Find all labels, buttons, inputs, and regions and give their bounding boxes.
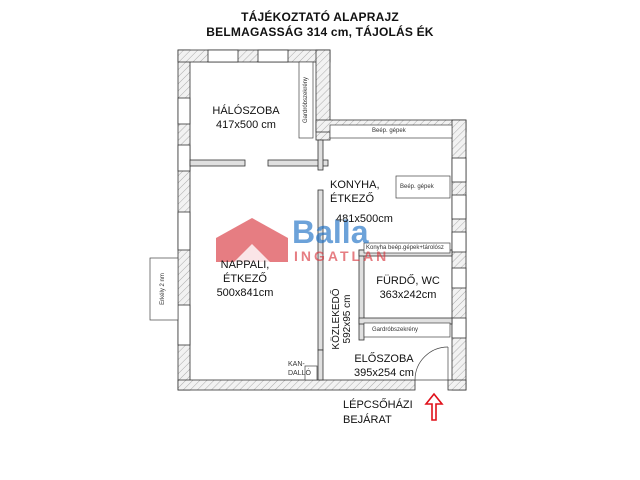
- appliances-right-note: Beép. gépek: [400, 184, 434, 190]
- bathroom-label: FÜRDŐ, WC 363x242cm: [368, 274, 448, 302]
- balcony-note: Erkély 2 nm: [160, 273, 166, 305]
- wardrobe-bedroom-note: Gardróbszekrény: [303, 76, 309, 124]
- corridor-size: 592x95 cm: [342, 294, 353, 344]
- entrance-line-2: BEJÁRAT: [343, 414, 392, 426]
- fireplace-line-1: KAN-: [288, 361, 305, 368]
- watermark-sub: INGATLAN: [294, 248, 390, 264]
- kitchen-label: KONYHA, ÉTKEZŐ: [330, 178, 392, 206]
- living-name-2: ÉTKEZŐ: [222, 273, 267, 285]
- corridor-label: KÖZLEKEDŐ 592x95 cm: [331, 279, 355, 359]
- fireplace-line-2: DALLÓ: [288, 370, 311, 377]
- bedroom-size: 417x500 cm: [216, 119, 276, 131]
- entrance-arrow: [424, 392, 444, 421]
- entrance-label: LÉPCSŐHÁZI BEJÁRAT: [343, 398, 413, 428]
- kitchen-size: 481x500cm: [336, 213, 393, 225]
- bathroom-size: 363x242cm: [379, 289, 437, 301]
- wardrobe-hall-note: Gardróbszekrény: [372, 327, 419, 333]
- cabinet-row-note: Konyha beép.gépek+tárolósz: [366, 245, 444, 251]
- living-label: NAPPALI, ÉTKEZŐ 500x841cm: [205, 258, 285, 300]
- kitchen-name-1: KONYHA,: [330, 179, 380, 191]
- furniture: [298, 61, 453, 381]
- bathroom-name: FÜRDŐ, WC: [376, 275, 440, 287]
- house-icon: [216, 218, 288, 262]
- kitchen-name-2: ÉTKEZŐ: [330, 193, 375, 205]
- hall-label: ELŐSZOBA 395x254 cm: [352, 352, 416, 380]
- corridor-name: KÖZLEKEDŐ: [331, 288, 342, 350]
- bedroom-label: HÁLÓSZOBA 417x500 cm: [198, 104, 294, 132]
- appliances-top-note: Beép. gépek: [372, 128, 406, 134]
- watermark-brand: Balla: [292, 214, 369, 250]
- hall-size: 395x254 cm: [354, 367, 414, 379]
- watermark-logo: Balla INGATLAN: [212, 214, 452, 266]
- hall-name: ELŐSZOBA: [354, 353, 414, 365]
- entrance-line-1: LÉPCSŐHÁZI: [343, 399, 413, 411]
- fireplace-label: KAN- DALLÓ: [288, 360, 311, 378]
- living-name-1: NAPPALI,: [220, 259, 270, 271]
- plan-subtitle: BELMAGASSÁG 314 cm, TÁJOLÁS ÉK: [206, 25, 434, 39]
- bedroom-name: HÁLÓSZOBA: [212, 105, 280, 117]
- living-size: 500x841cm: [216, 287, 274, 299]
- balcony: [149, 257, 179, 321]
- windows: [177, 49, 467, 346]
- plan-title: TÁJÉKOZTATÓ ALAPRAJZ: [241, 10, 399, 24]
